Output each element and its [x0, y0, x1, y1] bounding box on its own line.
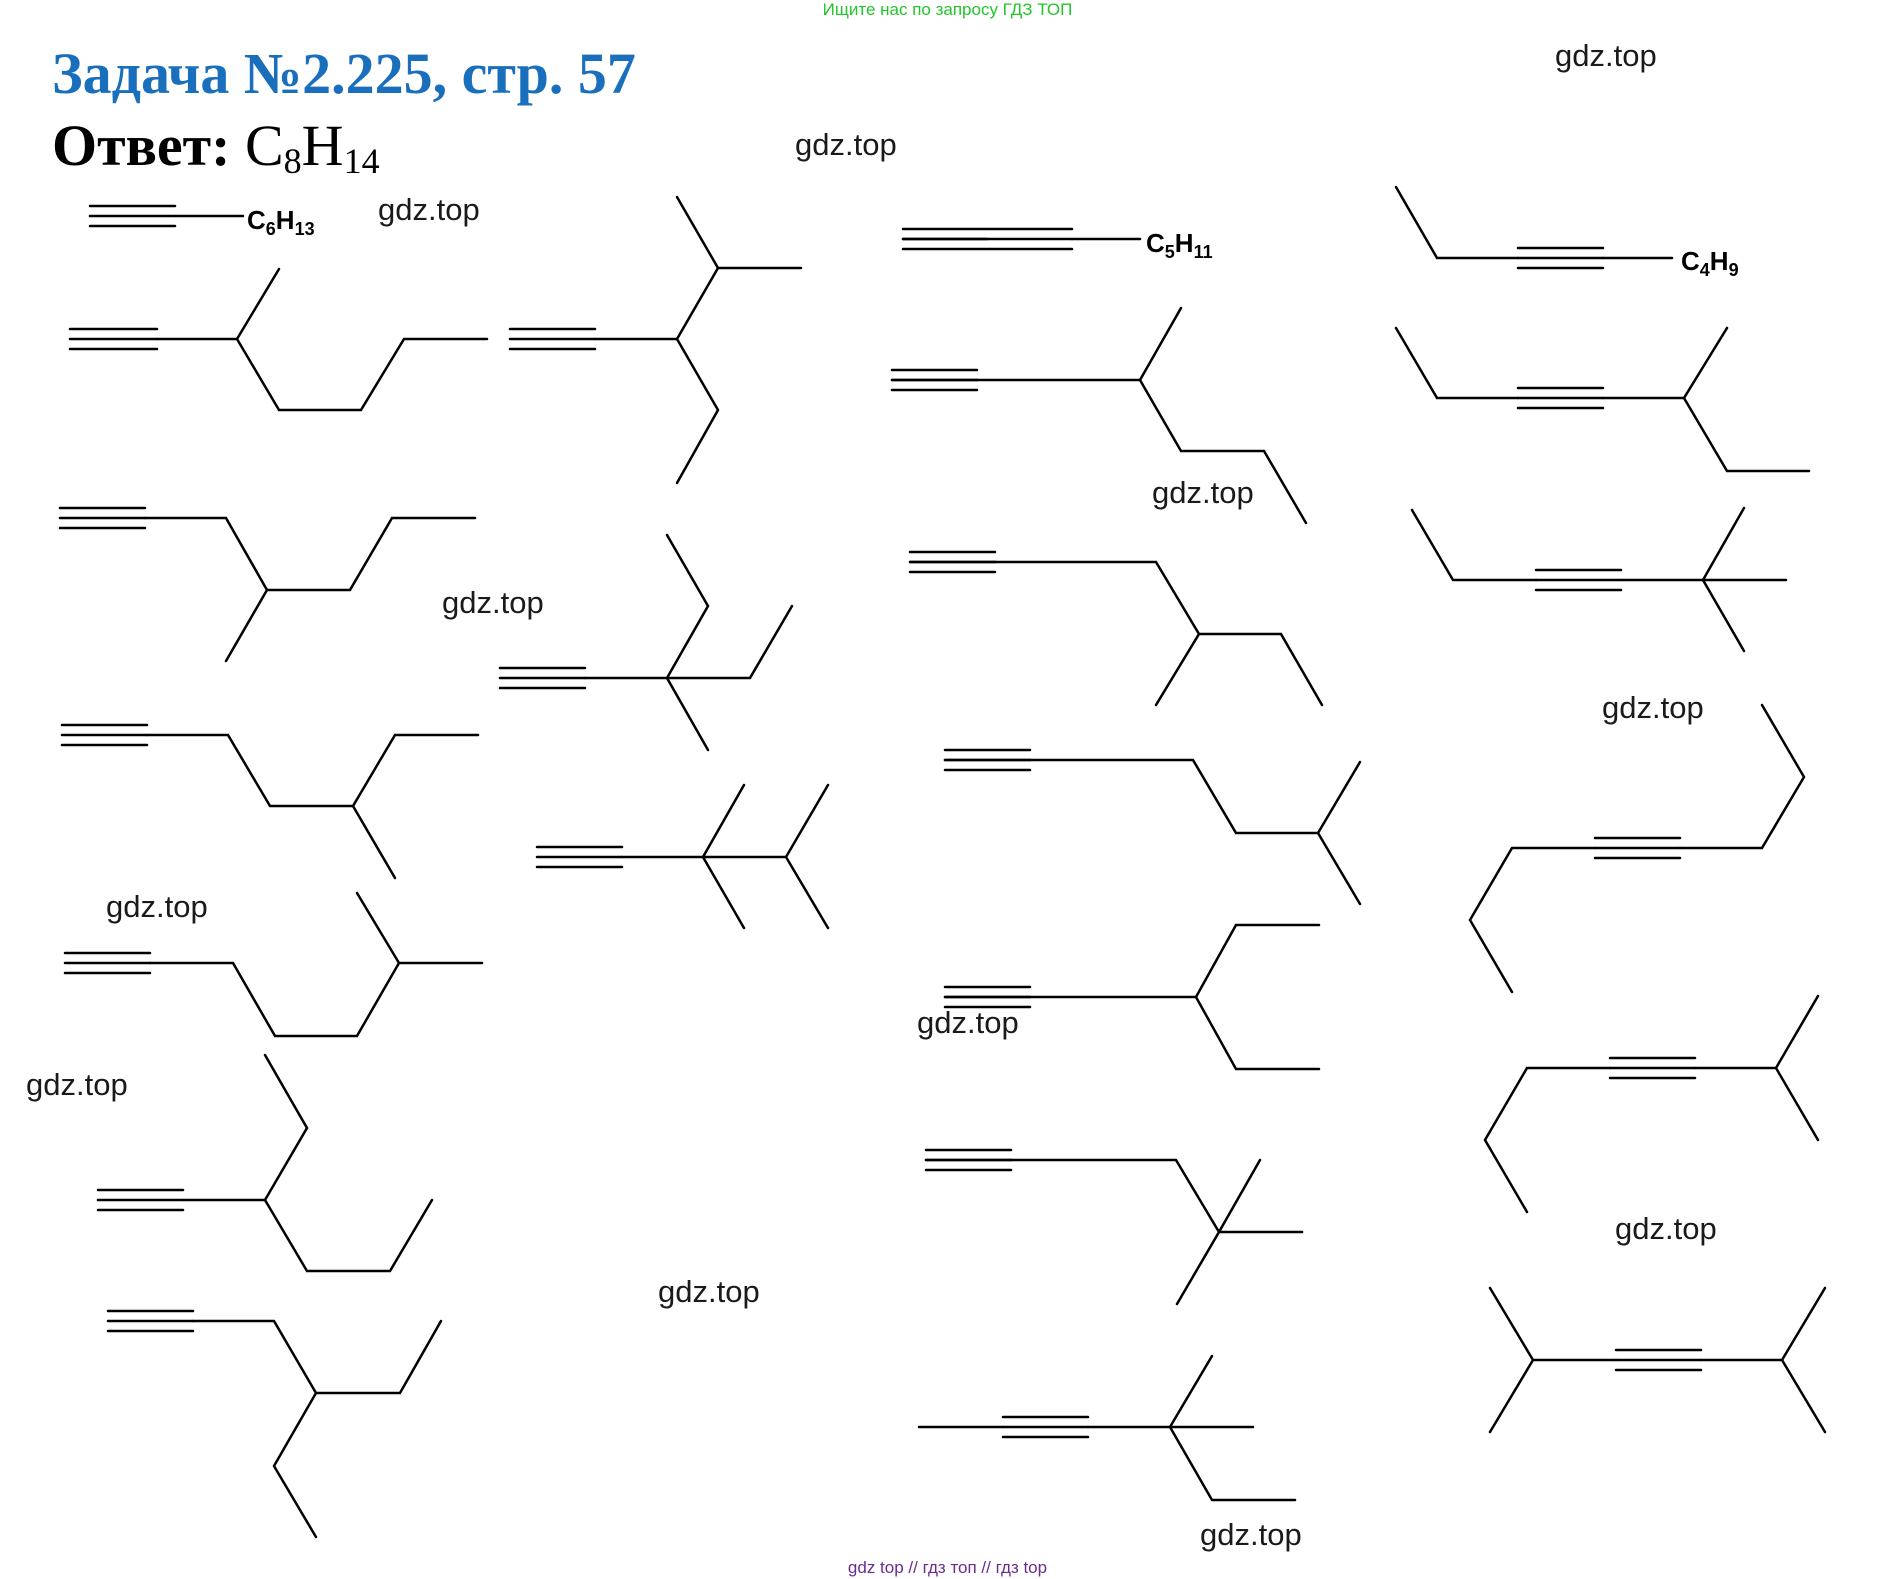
carbon-chain-bond — [145, 733, 480, 808]
answer-line: Ответ: C8H14 — [52, 112, 380, 182]
carbon-chain-bond — [675, 337, 720, 485]
carbon-chain-bond — [675, 195, 720, 270]
carbon-chain-bond — [975, 306, 1183, 382]
group-label-c4h9: C4H9 — [1681, 246, 1739, 280]
carbon-chain-bond — [1394, 326, 1520, 400]
carbon-chain-bond — [1217, 1158, 1262, 1234]
carbon-chain-bond — [993, 560, 1324, 707]
carbon-chain-bond — [583, 604, 794, 680]
carbon-chain-bond — [1194, 995, 1321, 1071]
carbon-chain-bond — [191, 1319, 443, 1395]
carbon-chain-bond — [1028, 758, 1362, 835]
carbon-chain-bond — [1316, 831, 1362, 906]
carbon-chain-bond — [1410, 508, 1538, 582]
structure-4-octyne — [1468, 703, 1806, 994]
structure-3-ethyl-3-methylpentyne — [498, 533, 794, 752]
carbon-chain-bond — [143, 516, 477, 592]
carbon-chain-bond — [1175, 1230, 1221, 1306]
carbon-chain-bond — [263, 1198, 434, 1273]
structure-4-ethyl-2-hexyne-b — [943, 923, 1321, 1071]
structure-4-ethyl-2-hexyne — [908, 550, 1324, 707]
group-label-c5h11: C5H11 — [1146, 228, 1213, 262]
watermark: gdz.top — [106, 889, 208, 924]
structure-2,5-dimethyl-3-hexyne — [1488, 1286, 1827, 1434]
structure-2-octyne-c5h11 — [901, 227, 1142, 251]
carbon-chain-bond — [1699, 1286, 1827, 1362]
structure-4-ethylhexyne — [106, 1309, 443, 1539]
carbon-chain-bond — [1488, 1286, 1618, 1362]
structure-5-methylhexyne — [63, 891, 484, 1038]
carbon-chain-bond — [701, 855, 746, 930]
carbon-chain-bond — [1682, 396, 1811, 473]
search-hint-link[interactable]: Ищите нас по запросу ГДЗ ТОП — [822, 0, 1073, 19]
carbon-chain-bond — [235, 337, 489, 412]
watermark: gdz.top — [26, 1067, 128, 1102]
carbon-chain-bond — [593, 266, 803, 341]
watermark: gdz.top — [1615, 1211, 1717, 1246]
carbon-chain-bond — [1028, 923, 1321, 999]
structure-3-methylhexyne-a — [58, 506, 477, 663]
structure-3-ethyl-4-methylpentyne — [508, 195, 803, 485]
watermark: gdz.top — [1602, 690, 1704, 725]
structure-5,5-dimethyl-2-hexyne — [924, 1148, 1304, 1306]
structure-2,2-dimethyl-3-hexyne-b — [917, 1354, 1297, 1502]
watermark: gdz.top — [442, 585, 544, 620]
watermark: gdz.top — [378, 192, 480, 227]
carbon-chain-bond — [1394, 185, 1520, 260]
carbon-chain-bond — [1693, 994, 1820, 1070]
structure-4-methylhexyne-b — [60, 723, 480, 880]
carbon-chain-bond — [272, 1391, 318, 1539]
carbon-chain-bond — [1168, 1425, 1297, 1502]
carbon-chain-bond — [1780, 1358, 1827, 1434]
watermark: gdz.top — [1555, 38, 1657, 73]
group-label-c6h13: C6H13 — [247, 205, 315, 239]
watermark: gdz.top — [795, 127, 897, 162]
structure-2,2-dimethyl-3-hexyne — [1410, 506, 1788, 653]
carbon-chain-bond — [665, 533, 710, 680]
structure-3-heptyne — [1483, 994, 1820, 1214]
structure-4-methyl-2-heptyne — [890, 306, 1308, 525]
carbon-chain-bond — [148, 961, 484, 1038]
carbon-chain-bond — [1701, 578, 1746, 653]
structure-3-methylheptyne — [68, 267, 489, 412]
carbon-chain-bond — [1168, 1354, 1214, 1429]
carbon-chain-bond — [181, 1053, 309, 1202]
carbon-chain-bond — [1488, 1358, 1535, 1434]
carbon-chain-bond — [1138, 378, 1308, 525]
carbon-chain-bond — [1678, 703, 1806, 850]
carbon-chain-bond — [355, 891, 401, 965]
page-title: Задача №2.225, стр. 57 — [52, 41, 636, 106]
footer-links[interactable]: gdz top // гдз топ // гдз top — [847, 1558, 1048, 1577]
carbon-chain-bond — [351, 804, 397, 880]
answer-label: Ответ: — [52, 113, 231, 178]
watermark: gdz.top — [917, 1005, 1019, 1040]
carbon-chain-bond — [1774, 1066, 1820, 1142]
carbon-chain-bond — [1468, 846, 1597, 994]
structure-5-methyl-2-hexyne — [943, 748, 1362, 906]
carbon-chain-bond — [1009, 1158, 1304, 1234]
carbon-chain-bond — [1701, 506, 1746, 582]
structure-3-ethylhexyne — [96, 1053, 434, 1273]
carbon-chain-bond — [224, 588, 269, 663]
carbon-chain-bond — [665, 676, 710, 752]
carbon-chain-bond — [701, 783, 746, 859]
structure-3-octyne-c4h9 — [1394, 185, 1674, 270]
watermark: gdz.top — [1200, 1517, 1302, 1552]
carbon-chain-bond — [620, 783, 830, 859]
structure-1-octyne-c6h13 — [88, 204, 245, 228]
watermark: gdz.top — [1152, 475, 1254, 510]
watermark: gdz.top — [658, 1274, 760, 1309]
structure-2-methyl-3-heptyne — [1394, 326, 1811, 473]
carbon-chain-bond — [1483, 1066, 1612, 1214]
carbon-chain-bond — [155, 267, 281, 341]
answer-formula: C8H14 — [244, 113, 380, 181]
carbon-chain-bond — [1601, 326, 1729, 400]
carbon-chain-bond — [1154, 632, 1201, 707]
carbon-chain-bond — [784, 855, 830, 930]
structure-3,3,4-trimethylpentyne — [535, 783, 830, 930]
